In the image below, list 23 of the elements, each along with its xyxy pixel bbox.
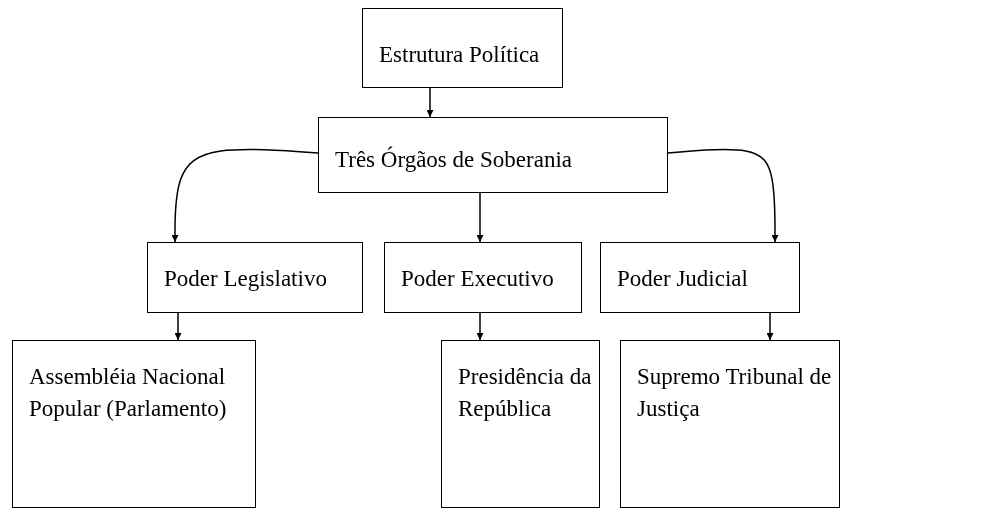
box-label: Poder Legislativo bbox=[164, 265, 328, 293]
arrow bbox=[171, 148, 319, 243]
box-label: Supremo Tribunal de Justiça bbox=[637, 363, 833, 423]
arrow bbox=[476, 312, 484, 341]
text-box bbox=[318, 117, 668, 193]
arrow bbox=[426, 87, 434, 118]
arrow bbox=[667, 148, 779, 243]
box-label: Três Órgãos de Soberania bbox=[335, 145, 573, 174]
box-label: Assembléia Nacional Popular (Parlamento) bbox=[29, 363, 228, 423]
text-box bbox=[147, 242, 363, 313]
arrow bbox=[476, 192, 484, 243]
text-box bbox=[12, 340, 256, 508]
text-box bbox=[441, 340, 600, 508]
arrow bbox=[766, 312, 774, 341]
box-label: Poder Executivo bbox=[401, 265, 555, 293]
arrow bbox=[174, 312, 182, 341]
box-label: Poder Judicial bbox=[617, 265, 749, 293]
text-box bbox=[600, 242, 800, 313]
text-box bbox=[384, 242, 582, 313]
text-box bbox=[620, 340, 840, 508]
box-label: Estrutura Política bbox=[379, 41, 541, 69]
box-label: Presidência da República bbox=[458, 363, 593, 423]
text-box bbox=[362, 8, 563, 88]
